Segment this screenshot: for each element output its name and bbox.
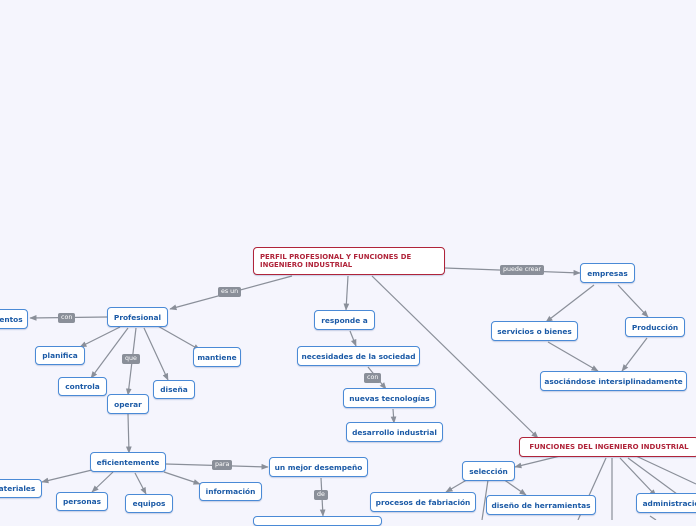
node-mantiene[interactable]: mantiene bbox=[193, 347, 241, 367]
node-funciones-ingeniero[interactable]: FUNCIONES DEL INGENIERO INDUSTRIAL bbox=[519, 437, 696, 457]
edge-eficientemente-personas bbox=[91, 471, 114, 493]
node-diseno-herramientas[interactable]: diseño de herramientas bbox=[486, 495, 596, 515]
node-mejor-desempeno[interactable]: un mejor desempeño bbox=[269, 457, 368, 477]
node-produccion[interactable]: Producción bbox=[625, 317, 685, 337]
edge-profesional-disena bbox=[143, 327, 169, 381]
node-offscreen-bottom[interactable] bbox=[253, 516, 382, 526]
edge-empresas-produccion bbox=[617, 284, 649, 318]
node-eficientemente[interactable]: eficientemente bbox=[90, 452, 166, 472]
node-desarrollo-industrial[interactable]: desarrollo industrial bbox=[346, 422, 443, 442]
edge-produccion-asociandose bbox=[621, 337, 648, 372]
edge-eficientemente-informacion bbox=[163, 471, 201, 485]
node-servicios-bienes[interactable]: servicios o bienes bbox=[491, 321, 578, 341]
node-responde-a[interactable]: responde a bbox=[314, 310, 375, 330]
edge-eficientemente-equipos bbox=[134, 472, 147, 495]
edge-operar-eficientemente bbox=[125, 413, 132, 454]
node-informacion[interactable]: información bbox=[199, 482, 262, 501]
node-necesidades-sociedad[interactable]: necesidades de la sociedad bbox=[297, 346, 420, 366]
edge-empresas-servicios bbox=[545, 284, 595, 323]
link-label-para: para bbox=[212, 460, 233, 470]
link-label-con-tecnologias: con bbox=[364, 373, 382, 383]
node-profesional[interactable]: Profesional bbox=[107, 307, 168, 327]
link-label-puede-crear: puede crear bbox=[500, 265, 544, 275]
link-label-que: que bbox=[122, 354, 140, 364]
node-conocimientos[interactable]: entos bbox=[0, 309, 28, 329]
edge-administracion-down bbox=[649, 515, 657, 520]
node-operar[interactable]: operar bbox=[107, 394, 149, 414]
edge-funciones-administracion bbox=[619, 457, 657, 497]
node-administracion[interactable]: administració bbox=[636, 493, 696, 513]
node-materiales[interactable]: ateriales bbox=[0, 479, 42, 498]
node-planifica[interactable]: planifica bbox=[35, 346, 85, 365]
edge-funciones-seleccion bbox=[514, 455, 561, 469]
link-label-de: de bbox=[314, 490, 328, 500]
root-topic-node[interactable]: PERFIL PROFESIONAL Y FUNCIONES DE INGENI… bbox=[253, 247, 445, 275]
node-empresas[interactable]: empresas bbox=[580, 263, 635, 283]
edge-profesional-planifica bbox=[79, 326, 121, 348]
edge-seleccion-down bbox=[481, 479, 489, 520]
edge-root-responde bbox=[343, 275, 350, 311]
edge-servicios-asociandose bbox=[547, 341, 599, 372]
link-label-con: con bbox=[58, 313, 76, 323]
edge-profesional-mantiene bbox=[155, 324, 201, 351]
node-equipos[interactable]: equipos bbox=[125, 494, 173, 513]
edge-eficientemente-materiales bbox=[41, 469, 93, 484]
node-nuevas-tecnologias[interactable]: nuevas tecnologías bbox=[343, 388, 436, 408]
node-disena[interactable]: diseña bbox=[153, 380, 195, 399]
edge-profesional-controla bbox=[90, 327, 129, 379]
node-seleccion[interactable]: selección bbox=[462, 461, 515, 481]
node-controla[interactable]: controla bbox=[58, 377, 107, 396]
edge-seleccion-herramientas bbox=[502, 478, 527, 496]
node-asociandose[interactable]: asociándose intersiplinadamente bbox=[540, 371, 687, 391]
node-procesos-fabricacion[interactable]: procesos de fabriación bbox=[370, 492, 476, 512]
node-personas[interactable]: personas bbox=[56, 492, 108, 511]
edge-funciones-right2 bbox=[635, 455, 696, 485]
edge-nuevas-desarrollo bbox=[390, 408, 397, 424]
link-label-es-un: es un bbox=[218, 287, 242, 297]
edge-responde-necesidades bbox=[349, 330, 357, 347]
edge-root-funciones bbox=[371, 275, 539, 439]
